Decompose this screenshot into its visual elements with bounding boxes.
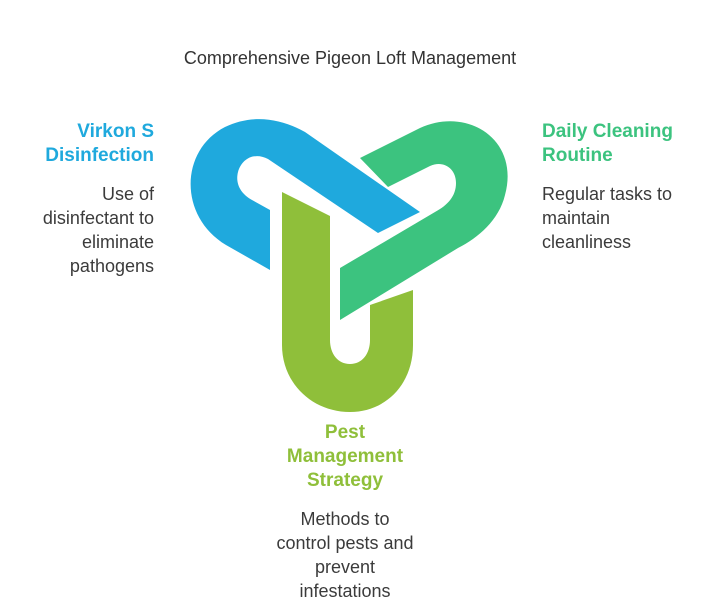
heading-line: Virkon S	[77, 121, 154, 142]
diagram-title: Comprehensive Pigeon Loft Management	[183, 48, 517, 68]
daily-cleaning-description: Regular tasks to maintain cleanliness	[542, 182, 712, 254]
desc-line: Regular tasks to	[542, 184, 673, 204]
desc-line: cleanliness	[542, 232, 632, 252]
olive-loop-shape	[282, 192, 413, 412]
desc-line: infestations	[299, 581, 391, 601]
virkon-heading: Virkon S Disinfection	[10, 120, 154, 168]
desc-line: prevent	[314, 557, 376, 577]
heading-line: Pest	[324, 422, 366, 443]
daily-cleaning-block: Daily Cleaning Routine Regular tasks to …	[542, 120, 712, 254]
pest-management-block: Pest Management Strategy Methods to cont…	[255, 421, 435, 603]
heading-line: Routine	[542, 145, 613, 166]
desc-line: Use of	[101, 184, 154, 204]
desc-line: disinfectant to	[42, 208, 154, 228]
virkon-disinfection-block: Virkon S Disinfection Use of disinfectan…	[10, 120, 154, 278]
daily-cleaning-heading: Daily Cleaning Routine	[542, 120, 712, 168]
pest-management-description: Methods to control pests and prevent inf…	[255, 507, 435, 603]
heading-line: Strategy	[306, 470, 384, 491]
heading-line: Daily Cleaning	[542, 121, 673, 142]
desc-line: eliminate	[81, 232, 154, 252]
heading-line: Management	[286, 446, 404, 467]
desc-line: control pests and	[276, 533, 414, 553]
heading-line: Disinfection	[45, 145, 154, 166]
desc-line: pathogens	[69, 256, 154, 276]
desc-line: Methods to	[300, 509, 390, 529]
blue-loop-shape	[190, 119, 420, 270]
virkon-description: Use of disinfectant to eliminate pathoge…	[10, 182, 154, 278]
desc-line: maintain	[542, 208, 611, 228]
pest-management-heading: Pest Management Strategy	[255, 421, 435, 493]
green-loop-shape	[340, 121, 508, 320]
